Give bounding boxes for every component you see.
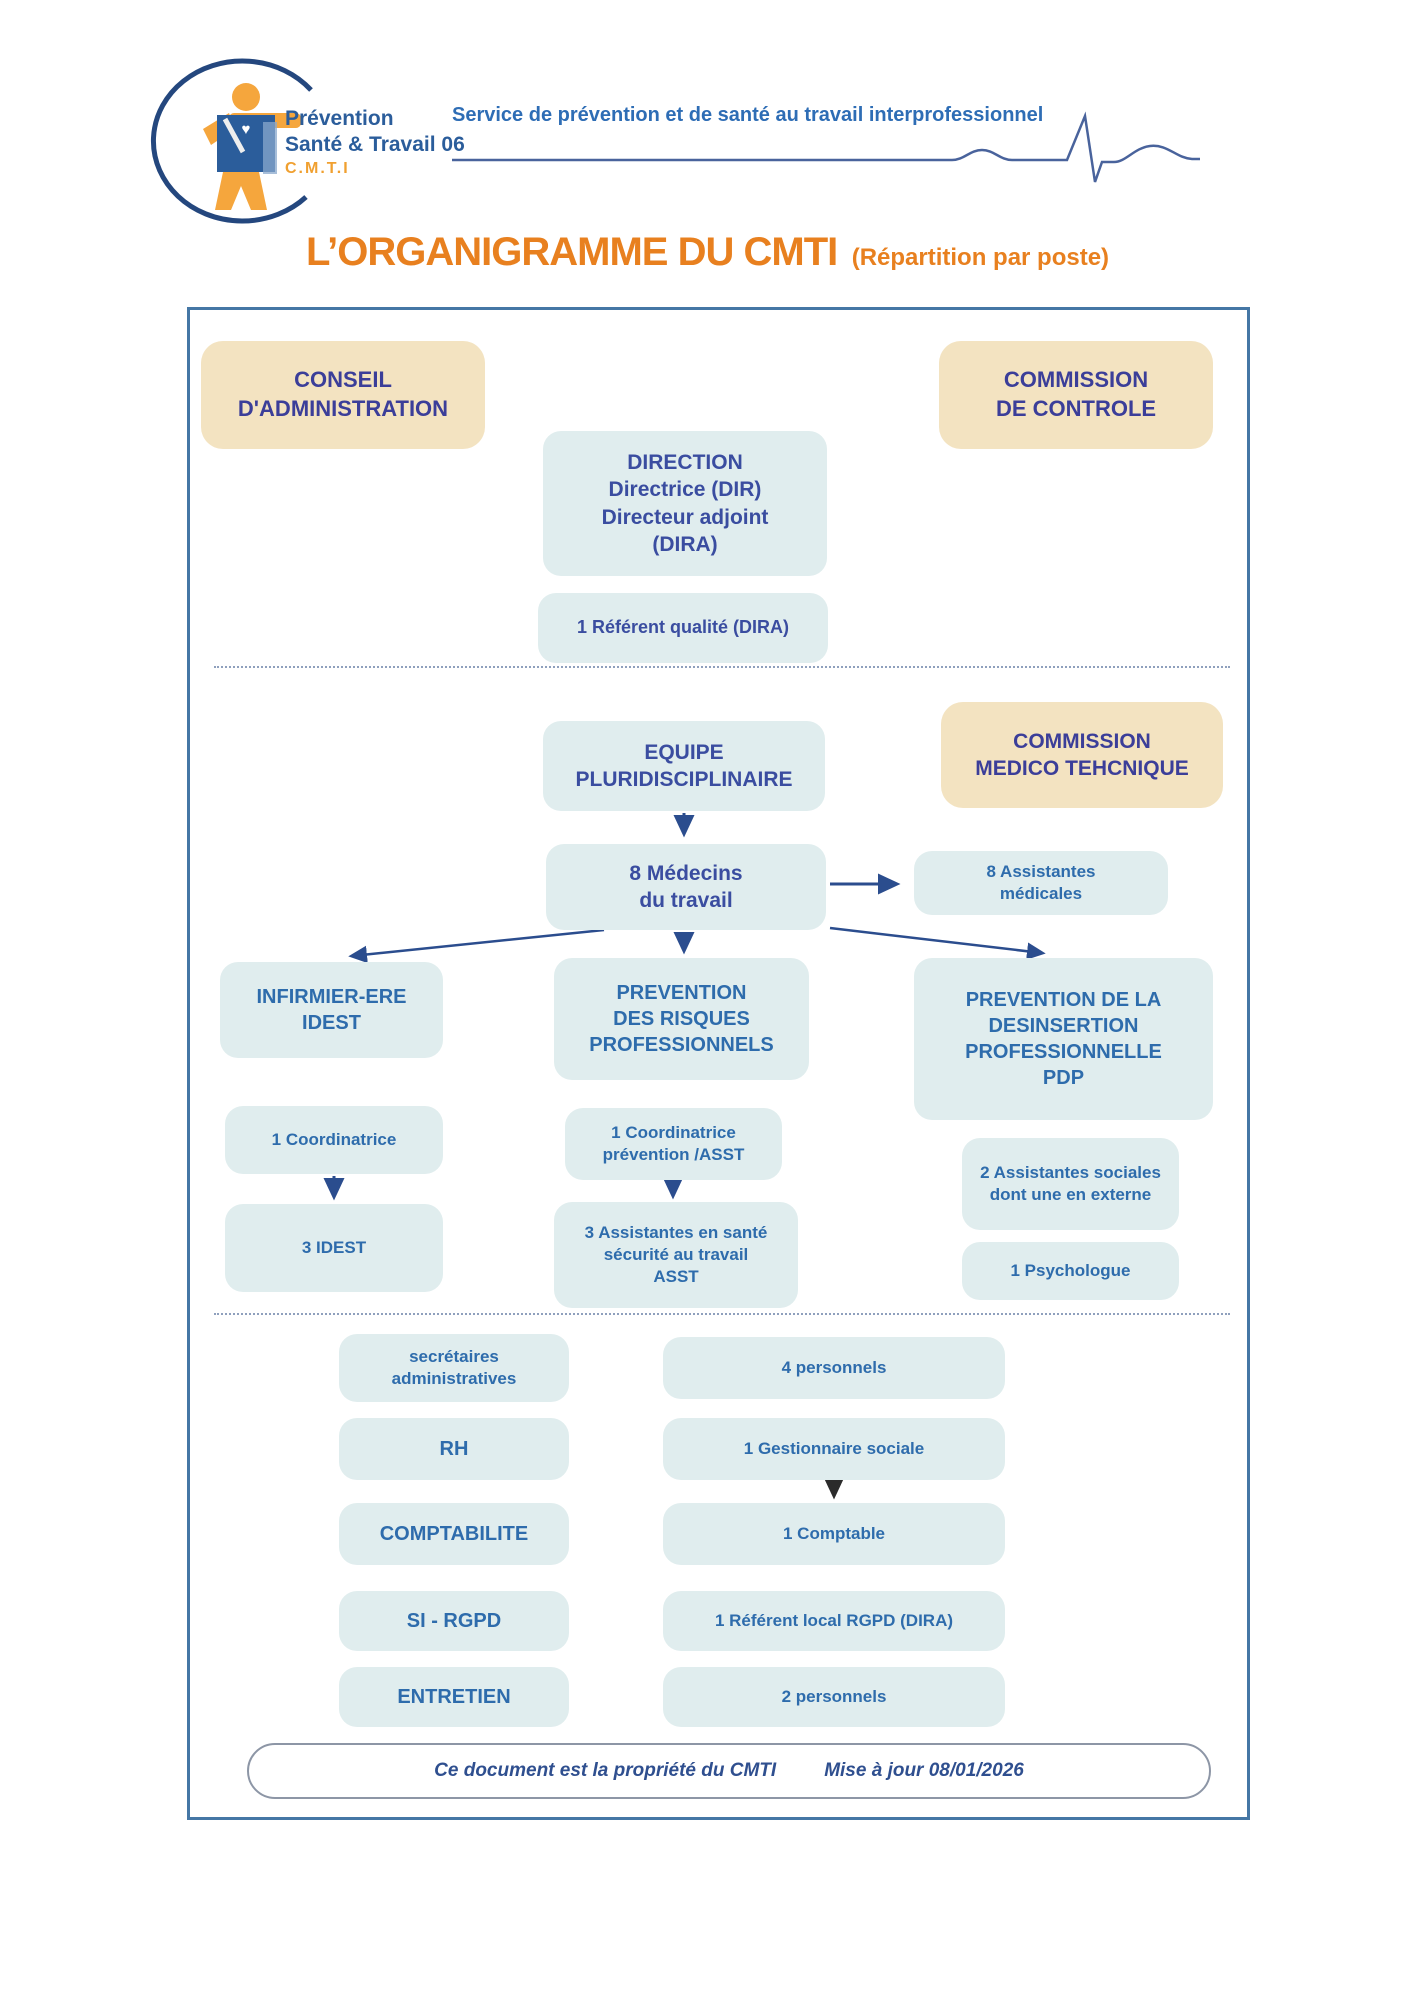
org-box-2-personnels: 2 personnels [663, 1667, 1005, 1727]
dotted-separator-1 [214, 666, 1230, 668]
brand-line-3: C.M.T.I [285, 160, 350, 178]
org-chart: CONSEIL D'ADMINISTRATION COMMISSION DE C… [187, 307, 1250, 1820]
org-box-prevention-pdp: PREVENTION DE LA DESINSERTION PROFESSION… [914, 958, 1213, 1120]
page-title-sub: (Répartition par poste) [851, 244, 1110, 271]
org-box-conseil-administration: CONSEIL D'ADMINISTRATION [201, 341, 485, 449]
org-box-comptabilite: COMPTABILITE [339, 1503, 569, 1565]
org-box-referent-qualite: 1 Référent qualité (DIRA) [538, 593, 828, 663]
arrow-medecins-to-infirmier [348, 928, 605, 964]
org-box-3-idest: 3 IDEST [225, 1204, 443, 1292]
service-tagline: Service de prévention et de santé au tra… [452, 104, 1044, 126]
org-box-1-coordinatrice: 1 Coordinatrice [225, 1106, 443, 1174]
page-title: L’ORGANIGRAMME DU CMTI (Répartition par … [0, 230, 1415, 275]
circle-ring-icon [150, 58, 313, 224]
org-box-referent-local-rgpd: 1 Référent local RGPD (DIRA) [663, 1591, 1005, 1651]
svg-text:♥: ♥ [242, 121, 251, 138]
page-title-main: L’ORGANIGRAMME DU CMTI [305, 230, 838, 274]
org-box-1-gestionnaire-sociale: 1 Gestionnaire sociale [663, 1418, 1005, 1480]
org-box-infirmier-idest: INFIRMIER-ERE IDEST [220, 962, 443, 1058]
org-box-direction: DIRECTION Directrice (DIR) Directeur adj… [543, 431, 827, 576]
dotted-separator-2 [214, 1313, 1230, 1315]
org-box-commission-de-controle: COMMISSION DE CONTROLE [939, 341, 1213, 449]
org-box-secretaires-administratives: secrétaires administratives [339, 1334, 569, 1402]
org-box-rh: RH [339, 1418, 569, 1480]
org-box-4-personnels: 4 personnels [663, 1337, 1005, 1399]
brand-line-1: Prévention [285, 107, 394, 130]
brand-line-2: Santé & Travail 06 [285, 132, 465, 156]
org-box-1-psychologue: 1 Psychologue [962, 1242, 1179, 1300]
org-box-1-comptable: 1 Comptable [663, 1503, 1005, 1565]
logo-brand-text: Prévention Santé & Travail 06 C.M.T.I [285, 106, 465, 179]
org-box-prevention-risques: PREVENTION DES RISQUES PROFESSIONNELS [554, 958, 809, 1080]
arrow-medecins-to-prevention-pdp [829, 926, 1046, 960]
footer-ownership-text: Ce document est la propriété du CMTI [434, 1760, 777, 1781]
org-box-commission-medico-technique: COMMISSION MEDICO TEHCNIQUE [941, 702, 1223, 808]
org-box-3-assistantes-asst: 3 Assistantes en santé sécurité au trava… [554, 1202, 798, 1308]
org-box-2-assistantes-sociales: 2 Assistantes sociales dont une en exter… [962, 1138, 1179, 1230]
org-box-equipe-pluridisciplinaire: EQUIPE PLURIDISCIPLINAIRE [543, 721, 825, 811]
org-box-entretien: ENTRETIEN [339, 1667, 569, 1727]
footer-update-date: Mise à jour 08/01/2026 [824, 1760, 1024, 1781]
org-box-coordinatrice-asst: 1 Coordinatrice prévention /ASST [565, 1108, 782, 1180]
cmti-logo: ♥ [150, 58, 313, 224]
org-box-8-medecins: 8 Médecins du travail [546, 844, 826, 930]
person-pictogram-icon: ♥ [203, 83, 301, 210]
ecg-heartbeat-icon [452, 111, 1200, 183]
footer-note: Ce document est la propriété du CMTI Mis… [247, 1743, 1211, 1799]
org-box-si-rgpd: SI - RGPD [339, 1591, 569, 1651]
org-box-8-assistantes-medicales: 8 Assistantes médicales [914, 851, 1168, 915]
